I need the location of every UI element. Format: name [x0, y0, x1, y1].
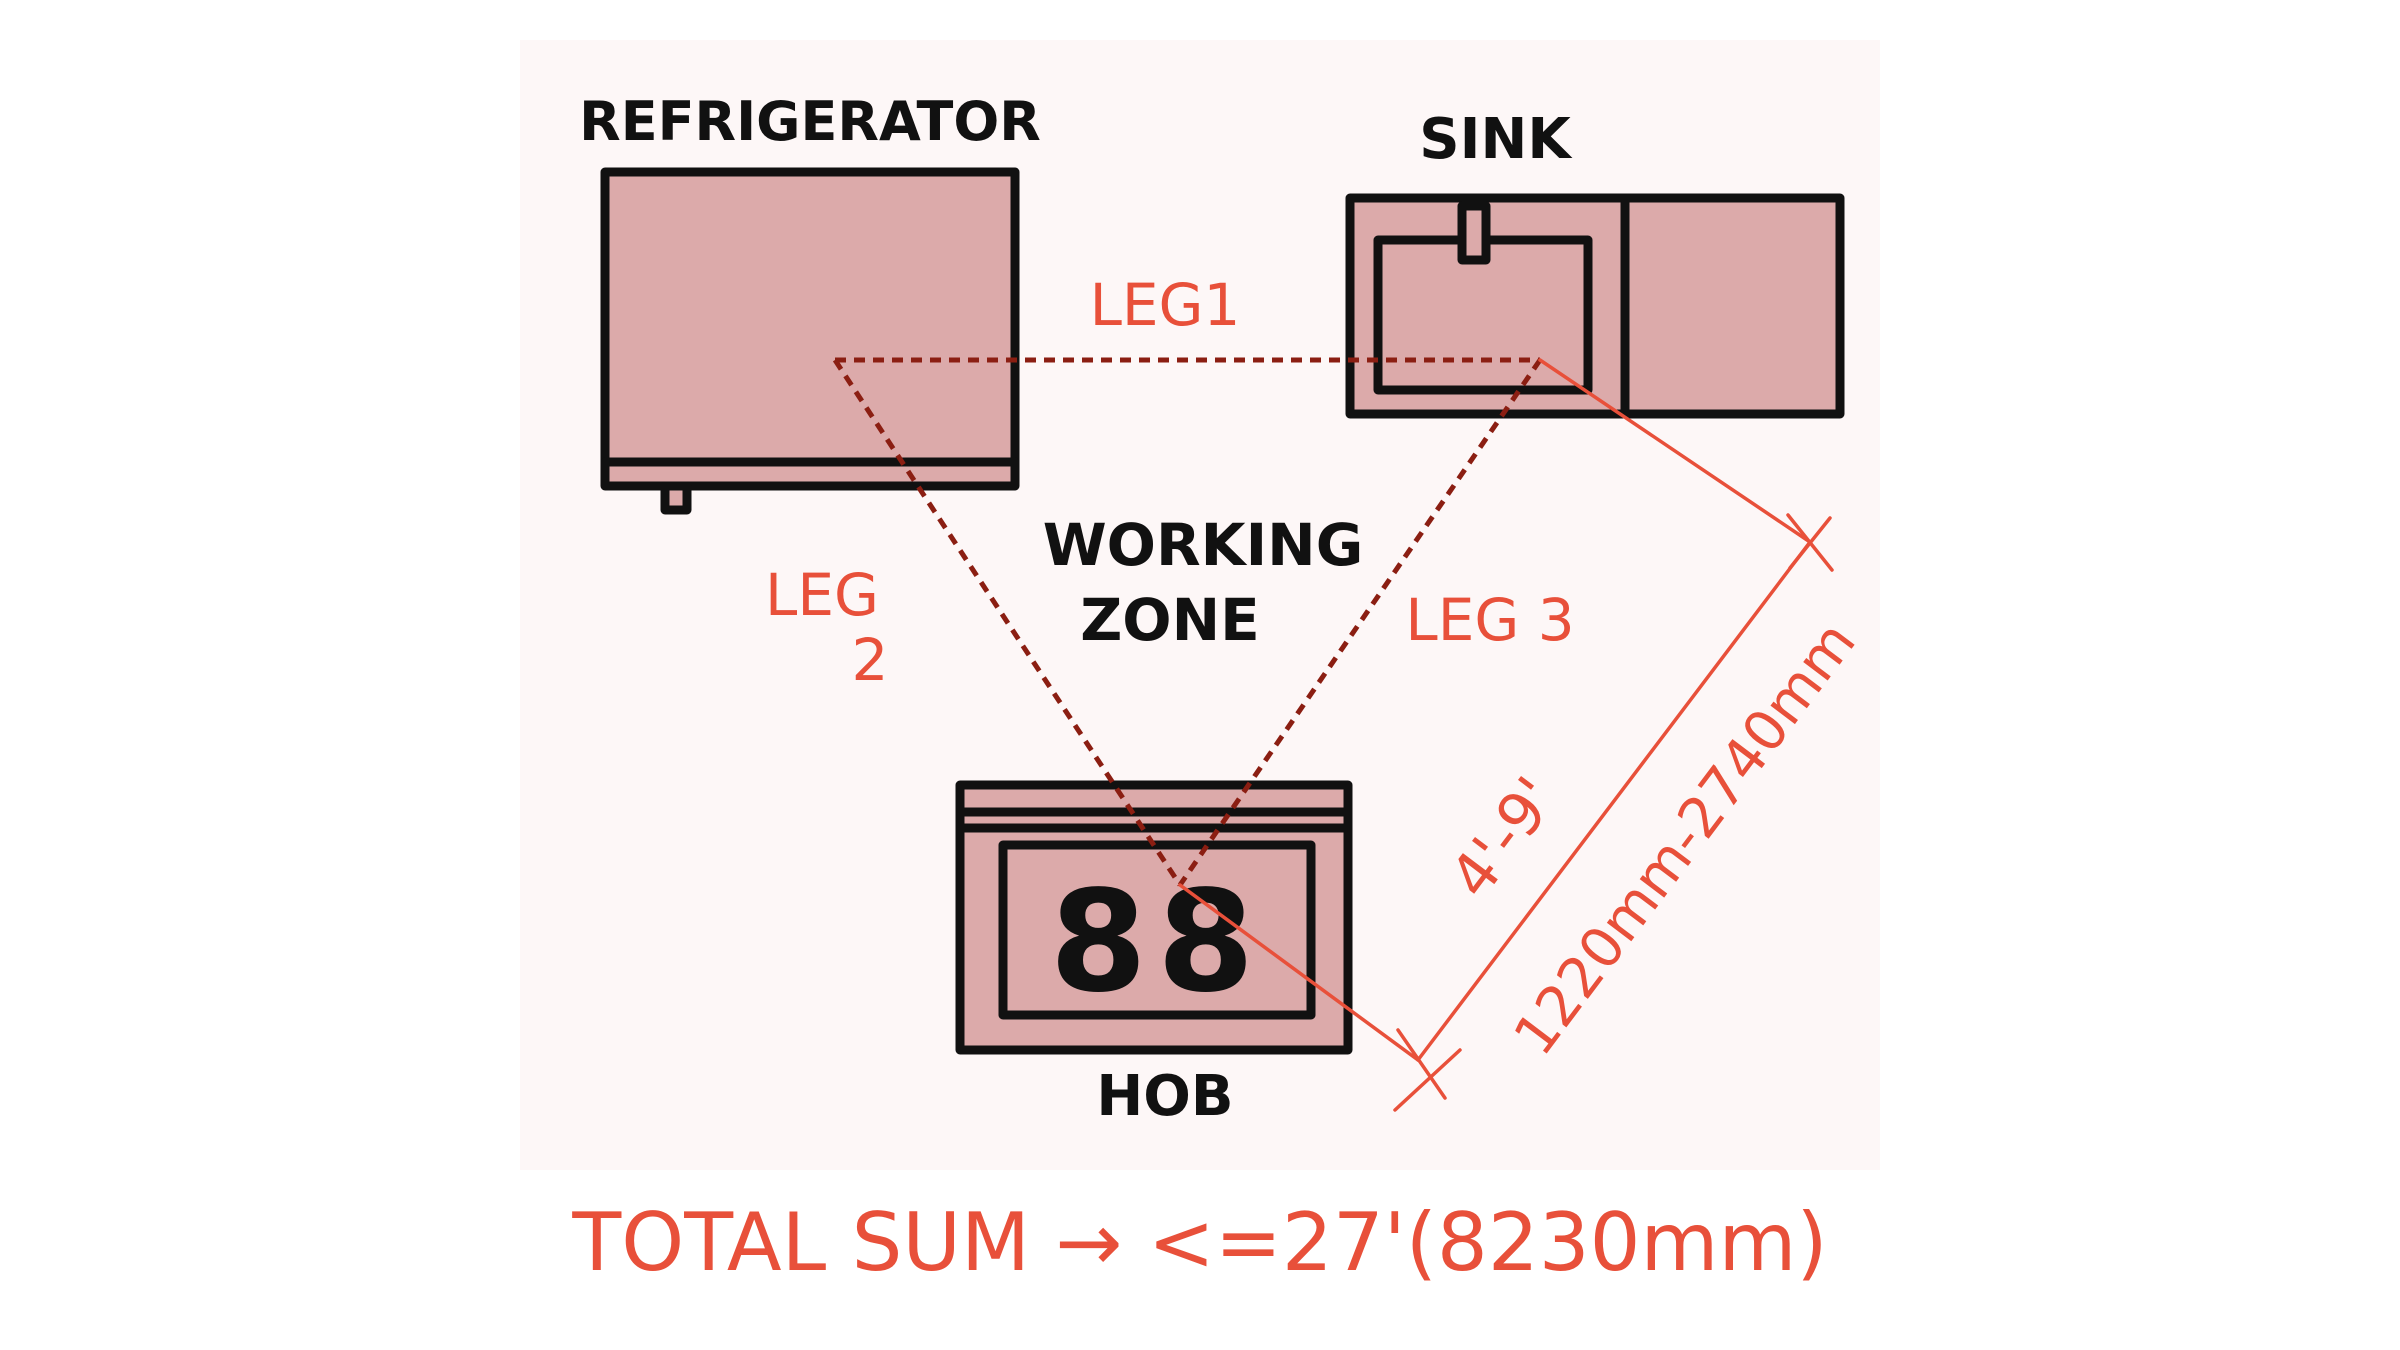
hob-panel — [998, 840, 1316, 1020]
leg2-label-line1: LEG — [765, 561, 879, 629]
refrigerator: REFRIGERATOR — [579, 90, 1041, 515]
hob-display: 88 — [1050, 861, 1265, 1024]
leg3-label: LEG 3 — [1405, 586, 1574, 654]
sink: SINK — [1345, 107, 1845, 419]
dimension-extension-hob — [1178, 883, 1420, 1062]
work-triangle — [832, 357, 1543, 887]
sink-faucet — [1457, 201, 1491, 265]
working-zone-label-line2: ZONE — [1080, 586, 1260, 654]
dimension-extension-sink — [1538, 358, 1812, 544]
dimension-line — [1416, 540, 1812, 1062]
hob-label: HOB — [1096, 1064, 1233, 1129]
refrigerator-body — [600, 167, 1020, 467]
leg1-label: LEG1 — [1090, 271, 1241, 339]
leg2-label-line2: 2 — [852, 626, 889, 694]
hob: 88 HOB — [955, 780, 1353, 1129]
total-sum-label: TOTAL SUM → <=27'(8230mm) — [571, 1196, 1827, 1289]
dimension-tick-top-b — [1788, 516, 1832, 570]
sink-basin — [1373, 235, 1593, 395]
refrigerator-handle — [660, 481, 692, 515]
dimension-annotation — [1178, 358, 1834, 1112]
leg2-line — [832, 358, 1183, 887]
sink-label: SINK — [1419, 107, 1573, 172]
refrigerator-base — [600, 457, 1020, 491]
working-zone-label-line1: WORKING — [1043, 511, 1364, 579]
dimension-tick-bottom-b — [1393, 1048, 1462, 1112]
refrigerator-label: REFRIGERATOR — [579, 90, 1041, 153]
dimension-tick-bottom-a — [1396, 1028, 1447, 1100]
